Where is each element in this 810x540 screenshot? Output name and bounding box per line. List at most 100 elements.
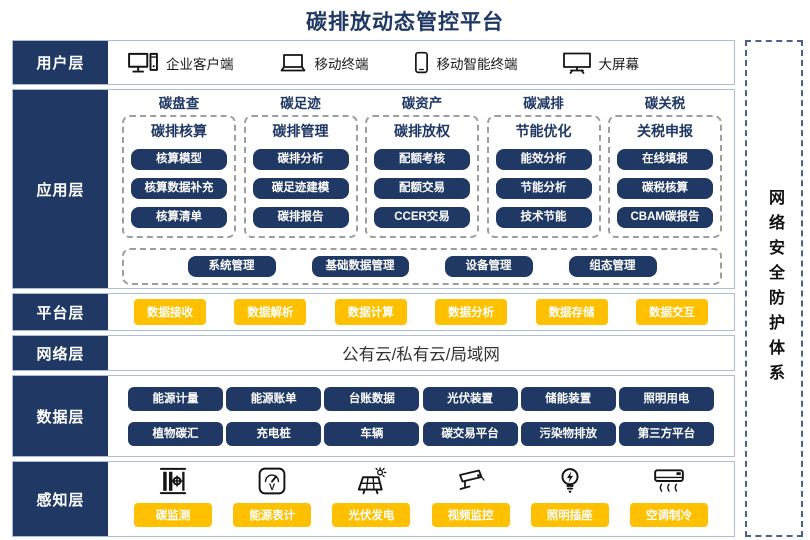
layer-band-data: 数据层 能源计量 能源账单 台账数据 光伏装置 储能装置 照明用电 植物碳汇 充… (12, 375, 735, 457)
desktop-pc-icon (128, 46, 158, 80)
user-item-enterprise-client: 企业客户端 (128, 46, 234, 80)
app-item-pill: 碳税核算 (617, 178, 713, 199)
carbon-monitor-icon (158, 464, 188, 498)
layer-label-user: 用户层 (13, 41, 108, 84)
data-source-item: 照明用电 (618, 387, 714, 411)
app-item-pill: 配额考核 (374, 149, 470, 170)
app-column-box: 关税申报 在线填报 碳税核算 CBAM碳报告 (608, 115, 722, 238)
sense-item-label: 照明插座 (530, 503, 609, 527)
laptop-icon (279, 46, 307, 80)
app-column-box: 碳排核算 核算模型 核算数据补充 核算清单 (122, 115, 236, 238)
user-item-label: 移动智能终端 (436, 56, 518, 72)
platform-item: 数据计算 (334, 299, 407, 325)
app-common-management-box: 系统管理 基础数据管理 设备管理 组态管理 (122, 248, 722, 285)
app-box-title: 关税申报 (637, 123, 693, 139)
app-item-pill: 能效分析 (495, 149, 592, 170)
page-title: 碳排放动态管控平台 (306, 11, 504, 34)
layer-label-data: 数据层 (13, 376, 108, 456)
sense-item-label: 光伏发电 (332, 503, 411, 527)
user-item-big-screen: 大屏幕 (562, 46, 640, 80)
sense-item-label: 能源表计 (233, 503, 312, 527)
air-conditioner-icon (653, 464, 685, 498)
app-item-pill: 核算模型 (131, 149, 227, 170)
cctv-icon (456, 464, 486, 498)
platform-item: 数据接收 (134, 299, 206, 325)
app-item-pill: 配额交易 (374, 178, 470, 199)
app-item-pill: CBAM碳报告 (617, 207, 713, 228)
app-column-header: 碳资产 (401, 96, 443, 111)
layer-band-sensing: 感知层 (12, 461, 735, 537)
sense-item-label: 视频监控 (431, 503, 510, 527)
layer-band-user: 用户层 企业客户端 (12, 40, 735, 85)
sense-item-label: 碳监测 (134, 503, 212, 527)
data-layer-grid: 能源计量 能源账单 台账数据 光伏装置 储能装置 照明用电 植物碳汇 充电桩 车… (108, 376, 734, 456)
data-source-item: 储能装置 (520, 387, 616, 411)
energy-meter-icon: V (258, 464, 286, 498)
application-layer-content: 碳盘查 碳排核算 核算模型 核算数据补充 核算清单 碳足迹 碳排管理 碳排分析 (108, 90, 734, 288)
data-source-item: 充电桩 (226, 422, 322, 446)
big-screen-icon (562, 46, 591, 80)
app-item-pill: 核算数据补充 (131, 178, 227, 199)
data-source-item: 植物碳汇 (128, 422, 223, 446)
data-source-item: 碳交易平台 (422, 422, 518, 446)
sense-item-energy-meter: V 能源表计 (233, 464, 312, 527)
app-column-carbon-asset: 碳资产 碳排放权 配额考核 配额交易 CCER交易 (365, 95, 479, 238)
user-item-mobile-terminal: 移动终端 (279, 46, 369, 80)
app-column-header: 碳盘查 (158, 96, 200, 111)
layer-label-platform: 平台层 (13, 294, 108, 330)
data-source-item: 光伏装置 (422, 387, 518, 411)
layer-stack: 用户层 企业客户端 (12, 40, 735, 537)
app-item-pill: 碳排分析 (252, 149, 349, 170)
app-column-box: 碳排管理 碳排分析 碳足迹建模 碳排报告 (243, 115, 358, 238)
app-column-carbon-inventory: 碳盘查 碳排核算 核算模型 核算数据补充 核算清单 (122, 95, 236, 238)
user-item-label: 企业客户端 (166, 56, 234, 72)
app-item-pill: 技术节能 (495, 207, 592, 228)
platform-layer-content: 数据接收 数据解析 数据计算 数据分析 数据存储 数据交互 (108, 294, 734, 330)
app-box-title: 碳排放权 (394, 123, 450, 139)
app-item-pill: 碳排报告 (252, 207, 349, 228)
app-column-carbon-reduction: 碳减排 节能优化 能效分析 节能分析 技术节能 (486, 95, 601, 238)
platform-item: 数据解析 (234, 299, 307, 325)
security-protection-label: 网络安全防护体系 (766, 188, 783, 389)
app-common-pill: 组态管理 (568, 256, 657, 277)
data-source-item: 第三方平台 (618, 422, 714, 446)
app-item-pill: 碳足迹建模 (252, 178, 349, 199)
app-column-carbon-footprint: 碳足迹 碳排管理 碳排分析 碳足迹建模 碳排报告 (243, 95, 358, 238)
data-source-item: 车辆 (324, 422, 420, 446)
app-box-title: 节能优化 (515, 123, 572, 139)
user-item-smart-terminal: 移动智能终端 (414, 46, 518, 80)
app-column-header: 碳足迹 (280, 96, 321, 111)
app-common-pill: 设备管理 (444, 256, 533, 277)
user-item-label: 大屏幕 (598, 56, 640, 72)
smartphone-icon (414, 46, 429, 80)
app-box-title: 碳排管理 (272, 123, 329, 139)
app-item-pill: 核算清单 (131, 207, 227, 228)
app-column-box: 碳排放权 配额考核 配额交易 CCER交易 (365, 115, 479, 238)
sense-item-air-conditioner: 空调制冷 (629, 464, 708, 527)
data-source-item: 能源计量 (128, 387, 223, 411)
app-item-pill: 节能分析 (495, 178, 592, 199)
user-item-label: 移动终端 (314, 56, 369, 72)
light-socket-icon (559, 464, 581, 498)
sense-item-solar-pv: 光伏发电 (332, 464, 411, 527)
platform-item: 数据分析 (435, 299, 508, 325)
data-source-item: 能源账单 (226, 387, 322, 411)
layer-band-network: 网络层 公有云/私有云/局域网 (12, 335, 735, 371)
app-column-box: 节能优化 能效分析 节能分析 技术节能 (486, 115, 601, 238)
layer-label-network: 网络层 (13, 336, 108, 370)
app-common-pill: 系统管理 (187, 256, 276, 277)
app-column-header: 碳减排 (523, 96, 564, 111)
platform-item: 数据存储 (535, 299, 608, 325)
sensing-layer-content: 碳监测 V 能源表计 (108, 462, 734, 536)
layer-label-sensing: 感知层 (13, 462, 108, 536)
app-column-carbon-tariff: 碳关税 关税申报 在线填报 碳税核算 CBAM碳报告 (608, 95, 722, 238)
layer-band-platform: 平台层 数据接收 数据解析 数据计算 数据分析 数据存储 数据交互 (12, 293, 735, 331)
security-protection-bar: 网络安全防护体系 (745, 40, 803, 537)
app-item-pill: 在线填报 (617, 149, 713, 170)
network-layer-text: 公有云/私有云/局域网 (342, 346, 500, 364)
application-columns: 碳盘查 碳排核算 核算模型 核算数据补充 核算清单 碳足迹 碳排管理 碳排分析 (122, 95, 722, 238)
solar-pv-icon (355, 464, 387, 498)
data-source-item: 污染物排放 (520, 422, 616, 446)
app-column-header: 碳关税 (644, 96, 686, 111)
